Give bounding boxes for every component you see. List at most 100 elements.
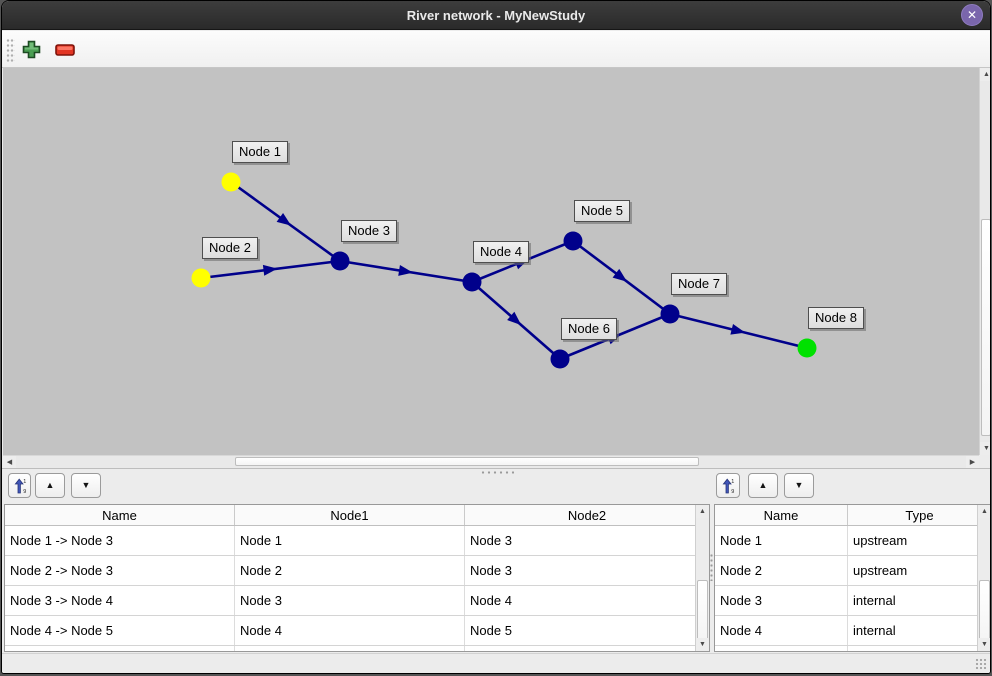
table-cell[interactable]: Node 5	[470, 623, 512, 638]
table-cell[interactable]: Node 4	[470, 593, 512, 608]
table-cell[interactable]: Node 2	[235, 556, 465, 585]
column-header[interactable]: Name	[5, 505, 235, 525]
table-cell[interactable]: Node 3	[235, 586, 465, 615]
node-label[interactable]: Node 6	[561, 318, 617, 340]
node-node-7[interactable]	[660, 304, 680, 324]
scroll-down-button[interactable]: ▼	[978, 638, 990, 651]
vertical-splitter-handle[interactable]	[710, 553, 713, 581]
splitter-handle-icon	[480, 471, 514, 474]
scroll-down-button[interactable]: ▼	[696, 638, 709, 651]
table-cell[interactable]: internal	[853, 593, 896, 608]
canvas-vertical-scrollbar[interactable]: ▲ ▼	[979, 68, 990, 455]
scroll-thumb[interactable]	[979, 580, 990, 642]
svg-text:1: 1	[731, 479, 734, 485]
node-node-8[interactable]	[797, 338, 817, 358]
node-node-4[interactable]	[462, 272, 482, 292]
node-node-3[interactable]	[330, 251, 350, 271]
node-node-1[interactable]	[221, 172, 241, 192]
table-cell[interactable]: Node 1 -> Node 3	[5, 526, 235, 555]
table-cell[interactable]: Node 3	[470, 533, 512, 548]
resize-grip-icon[interactable]	[975, 658, 987, 670]
close-button[interactable]: ✕	[961, 4, 983, 26]
toolbar	[2, 31, 990, 68]
window-title: River network - MyNewStudy	[406, 7, 586, 23]
scroll-up-button[interactable]: ▲	[980, 68, 990, 81]
branches-move-down-button[interactable]: ▼	[71, 473, 101, 498]
scroll-right-button[interactable]: ▶	[966, 456, 979, 468]
table-cell[interactable]	[715, 646, 848, 651]
table-cell[interactable]: Node 1	[235, 526, 465, 555]
table-cell[interactable]: Node 4 -> Node 5	[5, 616, 235, 645]
node-node-5[interactable]	[563, 231, 583, 251]
table-cell[interactable]: Node 3	[470, 563, 512, 578]
vertical-scroll-thumb[interactable]	[981, 219, 990, 436]
scroll-up-icon: ▲	[699, 508, 706, 515]
nodes-move-down-button[interactable]: ▼	[784, 473, 814, 498]
branches-sort-button[interactable]: 1 9	[8, 473, 31, 498]
flow-direction-arrow-icon	[262, 264, 278, 276]
flow-direction-arrow-icon	[730, 323, 746, 335]
table-cell[interactable]: Node 4	[235, 616, 465, 645]
titlebar[interactable]: River network - MyNewStudy ✕	[2, 1, 990, 30]
table-cell[interactable]	[465, 646, 709, 651]
horizontal-splitter[interactable]	[2, 468, 990, 474]
table-cell[interactable]: Node 1	[715, 526, 848, 555]
down-arrow-icon: ▼	[81, 480, 91, 490]
scroll-up-button[interactable]: ▲	[978, 505, 990, 518]
horizontal-scroll-thumb[interactable]	[235, 457, 699, 466]
table-cell[interactable]	[5, 646, 235, 651]
toolbar-drag-handle-icon[interactable]	[6, 38, 15, 62]
column-header[interactable]: Node2	[567, 507, 607, 523]
scroll-down-icon: ▼	[699, 641, 706, 648]
table-cell[interactable]	[235, 646, 465, 651]
table-cell[interactable]: upstream	[853, 533, 908, 548]
column-header[interactable]: Name	[715, 505, 848, 525]
nodes-sort-button[interactable]: 1 9	[716, 473, 740, 498]
table-row	[715, 646, 990, 651]
node-label[interactable]: Node 5	[574, 200, 630, 222]
node-label[interactable]: Node 7	[671, 273, 727, 295]
scroll-thumb[interactable]	[697, 580, 708, 642]
table-cell[interactable]: upstream	[853, 563, 908, 578]
status-bar	[2, 653, 990, 673]
scroll-left-button[interactable]: ◀	[3, 456, 16, 468]
network-canvas[interactable]: Node 1 Node 2 Node 3 Node 4 Node 5 Node 6 Node…	[3, 68, 979, 455]
node-label[interactable]: Node 4	[473, 241, 529, 263]
scroll-down-button[interactable]: ▼	[980, 442, 990, 455]
sort-ascending-icon: 1 9	[722, 478, 734, 494]
nodes-table-scrollbar[interactable]: ▲ ▼	[977, 505, 990, 651]
scroll-left-icon: ◀	[6, 459, 13, 466]
flow-direction-arrow-icon	[276, 212, 292, 226]
nodes-move-up-button[interactable]: ▲	[748, 473, 778, 498]
table-cell[interactable]: Node 3 -> Node 4	[5, 586, 235, 615]
node-label[interactable]: Node 2	[202, 237, 258, 259]
node-label[interactable]: Node 1	[232, 141, 288, 163]
node-node-6[interactable]	[550, 349, 570, 369]
scroll-down-icon: ▼	[981, 641, 988, 648]
table-cell[interactable]: Node 3	[715, 586, 848, 615]
table-row	[5, 646, 709, 651]
scroll-up-button[interactable]: ▲	[696, 505, 709, 518]
table-cell[interactable]: Node 2 -> Node 3	[5, 556, 235, 585]
column-header[interactable]: Node1	[235, 505, 465, 525]
branches-table-scrollbar[interactable]: ▲ ▼	[695, 505, 709, 651]
table-cell[interactable]: Node 4	[715, 616, 848, 645]
branches-move-up-button[interactable]: ▲	[35, 473, 65, 498]
canvas-horizontal-scrollbar[interactable]: ◀ ▶	[3, 455, 979, 468]
add-button[interactable]	[18, 36, 45, 63]
table-cell[interactable]: internal	[853, 623, 896, 638]
table-cell[interactable]: Node 2	[715, 556, 848, 585]
node-label[interactable]: Node 8	[808, 307, 864, 329]
remove-button[interactable]	[51, 36, 78, 63]
svg-text:9: 9	[731, 489, 734, 494]
column-header[interactable]: Type	[905, 507, 934, 523]
node-label[interactable]: Node 3	[341, 220, 397, 242]
table-cell[interactable]	[848, 646, 990, 651]
scroll-up-icon: ▲	[981, 508, 988, 515]
node-node-2[interactable]	[191, 268, 211, 288]
